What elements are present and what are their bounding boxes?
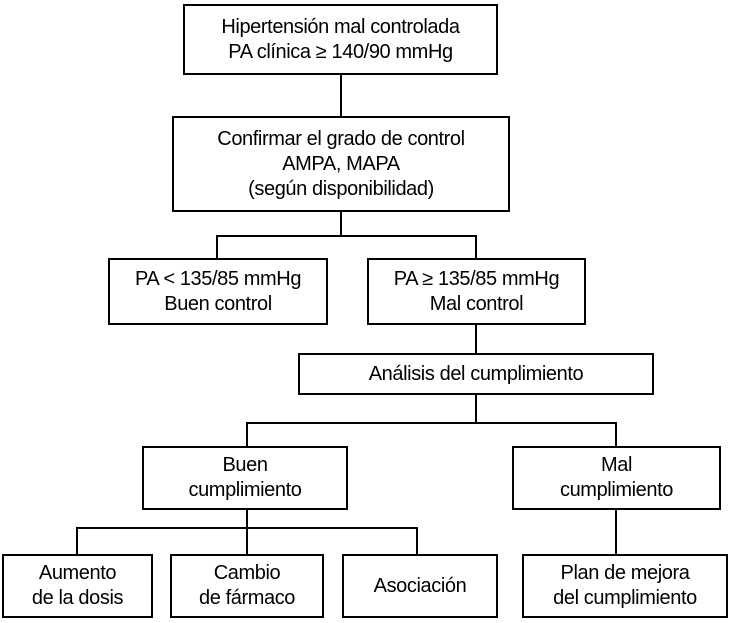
node-line: Buen control	[164, 292, 272, 315]
node-line: (según disponibilidad)	[248, 177, 434, 200]
node-line: PA clínica ≥ 140/90 mmHg	[228, 40, 453, 63]
node-line: Mal control	[429, 292, 524, 315]
node-asociacion: Asociación	[342, 554, 498, 618]
node-line: Asociación	[373, 574, 467, 597]
node-line: Buen	[222, 454, 268, 476]
node-line: Aumento	[38, 562, 117, 584]
node-mal-control: PA ≥ 135/85 mmHg Mal control	[367, 258, 586, 325]
node-line: AMPA, MAPA	[282, 152, 400, 175]
connector-buencumplimiento-stem	[246, 509, 248, 529]
node-line: PA ≥ 135/85 mmHg	[393, 267, 560, 290]
connector-malcontrol-analisis	[475, 324, 477, 354]
node-cambio-farmaco: Cambio de fármaco	[170, 554, 324, 618]
connector-drop-cambio	[246, 527, 248, 555]
node-line: Cambio	[213, 562, 281, 584]
connector-drop-asociacion	[416, 527, 418, 555]
node-line: PA < 135/85 mmHg	[134, 267, 302, 290]
node-line: del cumplimiento	[553, 587, 697, 609]
connector-branch2-horizontal	[246, 422, 617, 424]
node-line: Plan de mejora	[560, 562, 690, 584]
connector-analisis-stem	[475, 393, 477, 424]
node-line: cumplimiento	[559, 479, 674, 501]
connector-drop-buen-control	[216, 235, 218, 259]
node-analisis-cumplimiento: Análisis del cumplimiento	[298, 353, 654, 395]
node-line: Análisis del cumplimiento	[368, 362, 584, 385]
connector-drop-mal-control	[475, 235, 477, 259]
connector-confirmar-stem	[340, 210, 342, 237]
node-hipertension-mal-controlada: Hipertensión mal controlada PA clínica ≥…	[183, 4, 498, 75]
node-line: de la dosis	[31, 587, 124, 609]
node-line: Hipertensión mal controlada	[221, 15, 460, 38]
node-line: Confirmar el grado de control	[217, 127, 465, 150]
node-plan-mejora: Plan de mejora del cumplimiento	[522, 554, 728, 618]
connector-branch1-horizontal	[216, 235, 477, 237]
connector-drop-aumento	[76, 527, 78, 555]
connector-drop-buen-cumplimiento	[246, 422, 248, 447]
node-line: Mal	[600, 454, 633, 476]
node-confirmar-grado-control: Confirmar el grado de control AMPA, MAPA…	[172, 116, 510, 212]
node-aumento-dosis: Aumento de la dosis	[2, 554, 153, 618]
node-buen-cumplimiento: Buen cumplimiento	[142, 446, 348, 510]
node-buen-control: PA < 135/85 mmHg Buen control	[108, 258, 328, 325]
node-mal-cumplimiento: Mal cumplimiento	[512, 446, 721, 510]
connector-malcumplimiento-plan	[615, 509, 617, 555]
node-line: cumplimiento	[188, 479, 302, 501]
connector-drop-mal-cumplimiento	[615, 422, 617, 447]
node-line: de fármaco	[198, 587, 296, 609]
connector-hipertension-confirmar	[340, 75, 342, 117]
